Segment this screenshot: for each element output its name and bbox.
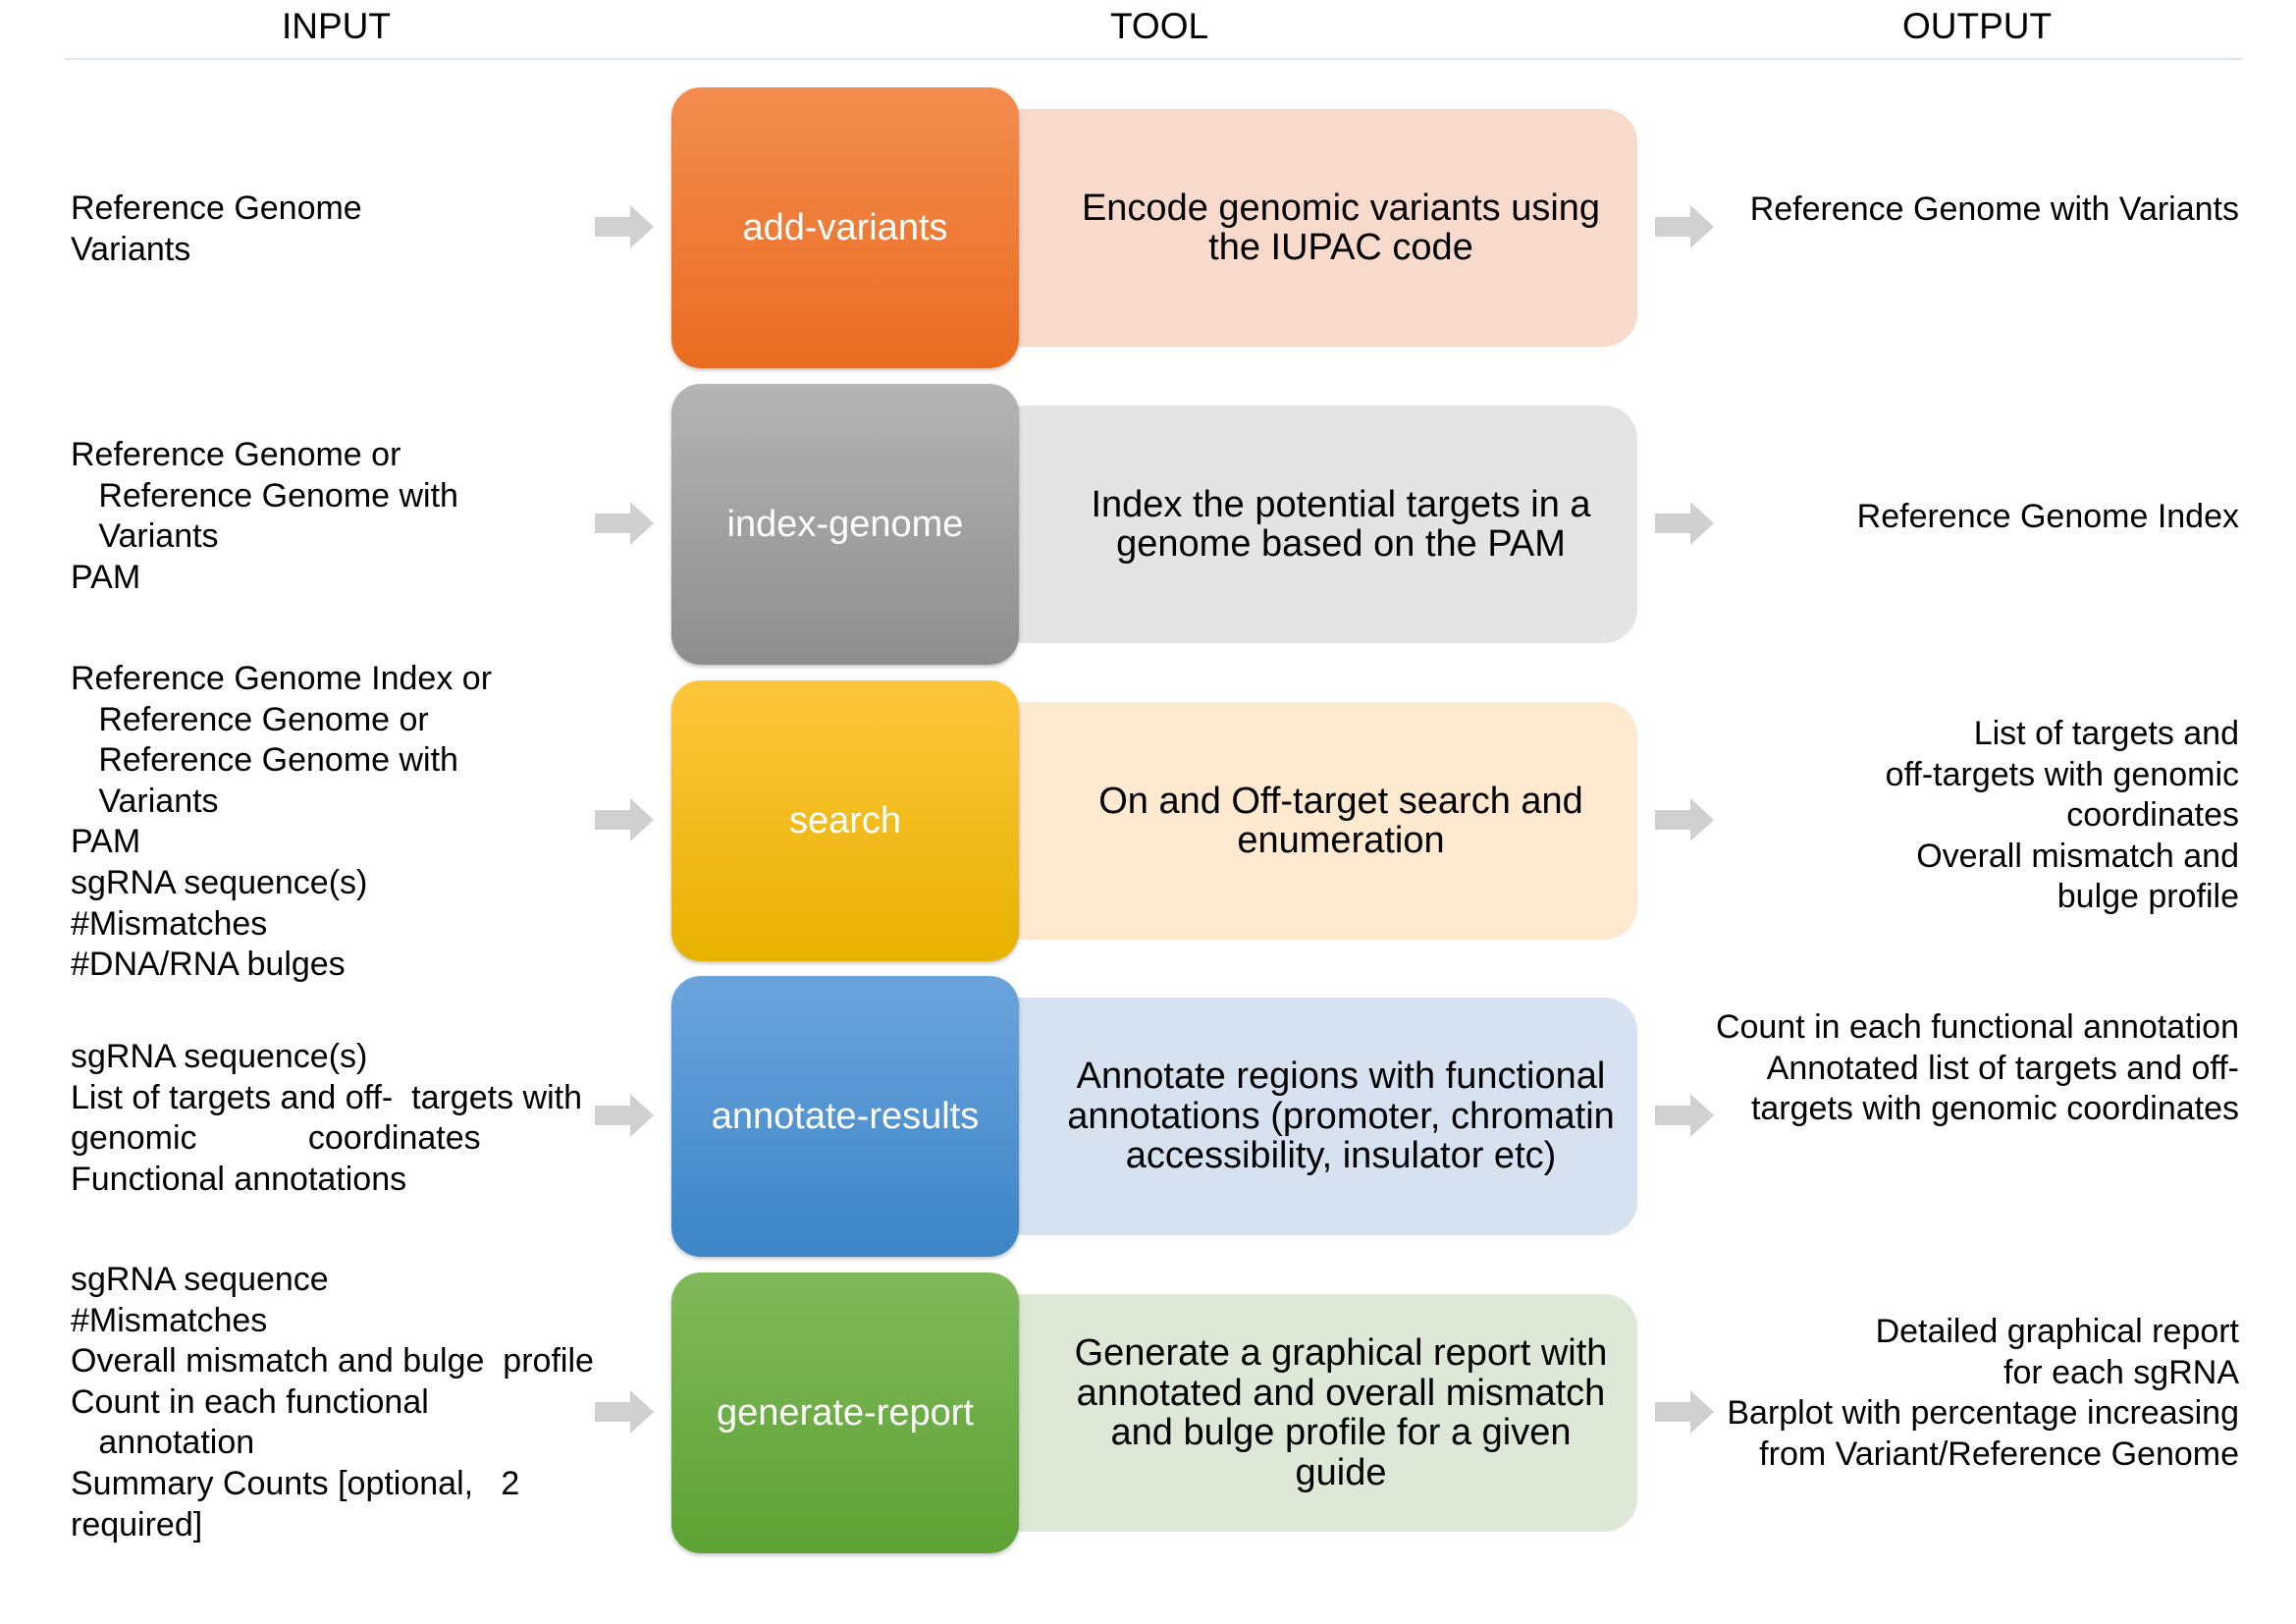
header-divider bbox=[65, 58, 2242, 60]
right-arrow-icon bbox=[595, 1094, 654, 1137]
tool-name: annotate-results bbox=[711, 1095, 980, 1137]
tool-box-search: search bbox=[671, 680, 1019, 961]
right-arrow-icon bbox=[1655, 502, 1714, 545]
right-arrow-icon bbox=[595, 205, 654, 248]
step-input-text: Reference Genome Variants bbox=[71, 189, 362, 268]
step-output-text: Count in each functional annotation Anno… bbox=[1715, 1008, 2239, 1128]
input-column-header: INPUT bbox=[282, 6, 391, 46]
output-column-header: OUTPUT bbox=[1902, 6, 2053, 46]
step-description-box: Annotate regions with functional annotat… bbox=[989, 998, 1637, 1235]
step-output-text: Detailed graphical report for each sgRNA… bbox=[1727, 1313, 2239, 1473]
step-input-text: Reference Genome Index or Reference Geno… bbox=[71, 660, 493, 984]
right-arrow-icon bbox=[595, 1390, 654, 1434]
step-description-text: On and Off-target search and enumeration bbox=[1098, 780, 1583, 861]
step-description-box: Index the potential targets in a genome … bbox=[989, 406, 1637, 643]
step-input-text: sgRNA sequence #Mismatches Overall misma… bbox=[71, 1261, 594, 1543]
tool-box-annotate-results: annotate-results bbox=[671, 976, 1019, 1257]
tool-name: index-genome bbox=[726, 503, 964, 545]
step-input-text: sgRNA sequence(s) List of targets and of… bbox=[71, 1038, 582, 1198]
step-row-annotate-results: sgRNA sequence(s) List of targets and of… bbox=[0, 976, 2296, 1271]
step-description-box: On and Off-target search and enumeration bbox=[989, 702, 1637, 940]
right-arrow-icon bbox=[1655, 205, 1714, 248]
tool-box-index-genome: index-genome bbox=[671, 384, 1019, 665]
tool-box-generate-report: generate-report bbox=[671, 1272, 1019, 1553]
tool-name: search bbox=[788, 799, 902, 841]
step-description-text: Annotate regions with functional annotat… bbox=[1067, 1056, 1615, 1177]
tool-column-header: TOOL bbox=[1110, 6, 1209, 46]
right-arrow-icon bbox=[1655, 1094, 1714, 1137]
step-description-box: Encode genomic variants using the IUPAC … bbox=[989, 109, 1637, 347]
step-output-text: List of targets and off-targets with gen… bbox=[1885, 715, 2239, 916]
tool-name: generate-report bbox=[717, 1391, 974, 1434]
right-arrow-icon bbox=[1655, 798, 1714, 841]
step-description-text: Encode genomic variants using the IUPAC … bbox=[1081, 187, 1601, 268]
tool-box-add-variants: add-variants bbox=[671, 87, 1019, 368]
step-output-text: Reference Genome Index bbox=[1856, 498, 2239, 535]
step-input-text: Reference Genome or Reference Genome wit… bbox=[71, 436, 458, 596]
right-arrow-icon bbox=[595, 798, 654, 841]
right-arrow-icon bbox=[1655, 1390, 1714, 1434]
step-row-index-genome: Reference Genome or Reference Genome wit… bbox=[0, 384, 2296, 678]
step-description-box: Generate a graphical report with annotat… bbox=[989, 1294, 1637, 1532]
step-row-search: Reference Genome Index or Reference Geno… bbox=[0, 660, 2296, 983]
tool-name: add-variants bbox=[742, 206, 948, 248]
step-row-generate-report: sgRNA sequence #Mismatches Overall misma… bbox=[0, 1261, 2296, 1567]
right-arrow-icon bbox=[595, 502, 654, 545]
step-row-add-variants: Reference Genome Variants Encode genomic… bbox=[0, 87, 2296, 382]
step-description-text: Generate a graphical report with annotat… bbox=[1074, 1332, 1608, 1493]
step-description-text: Index the potential targets in a genome … bbox=[1091, 483, 1591, 565]
step-output-text: Reference Genome with Variants bbox=[1749, 190, 2239, 228]
